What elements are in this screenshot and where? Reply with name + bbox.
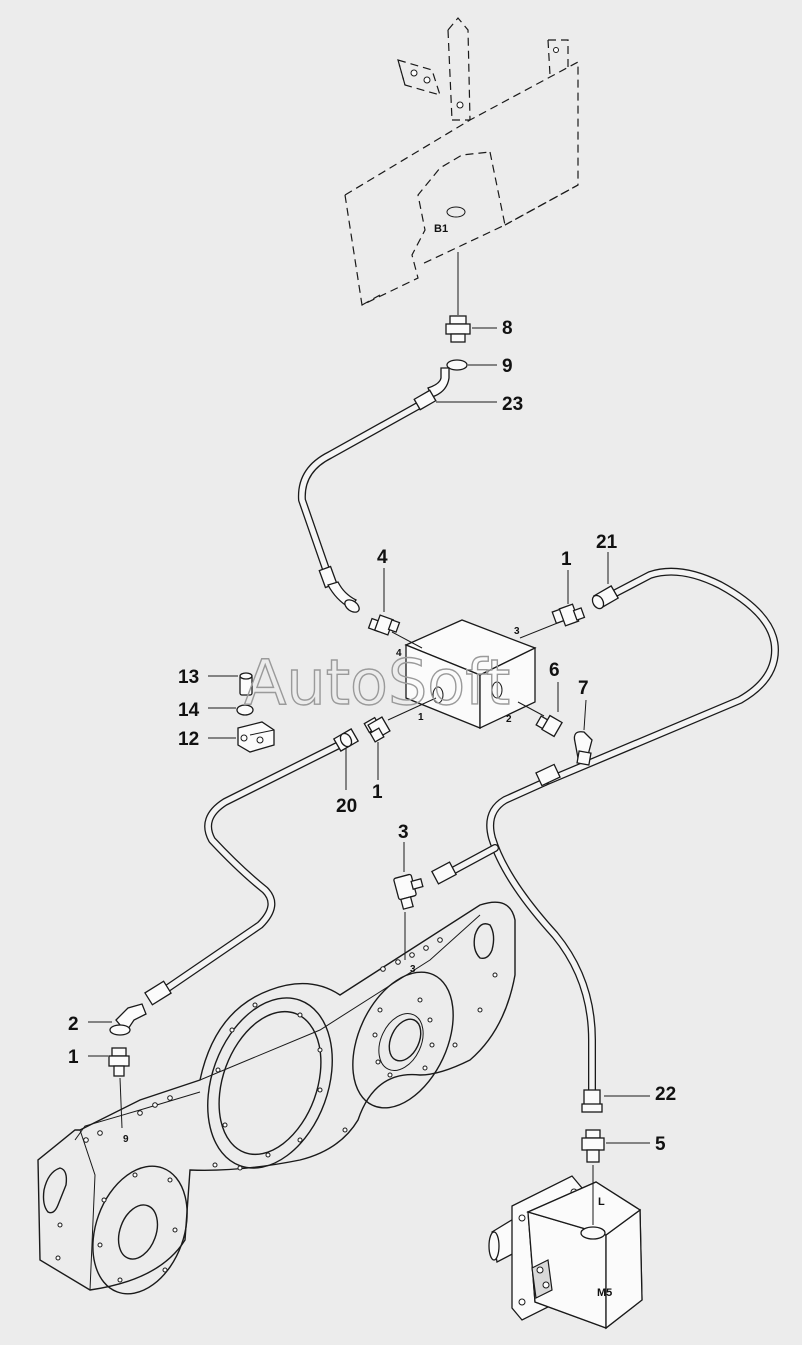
bolt-holes [55,937,498,1283]
hose-23: 23 [297,389,523,613]
port-l: L [598,1196,605,1208]
port-9: 9 [123,1134,129,1145]
port-3b: 3 [410,964,416,975]
clamp-12: 12 [178,721,275,753]
label-6: 6 [549,660,560,681]
label-3: 3 [398,822,409,843]
hose-21: 21 [541,532,779,786]
label-22: 22 [655,1084,676,1105]
fitting-4: 4 [367,547,401,636]
elbow-fitting-9: 9 [427,356,513,398]
port-2: 2 [506,714,512,725]
label-1-mid: 1 [372,782,383,803]
label-13: 13 [178,667,199,688]
fitting-6: 6 [535,660,563,738]
fitting-8: 8 [445,315,513,343]
label-8: 8 [502,318,513,339]
label-5: 5 [655,1134,666,1155]
bolt-13: 13 [178,667,253,696]
fitting-1-top: 1 [551,549,586,627]
label-20: 20 [336,796,357,817]
washer-14: 14 [178,700,254,721]
hose-short-3 [431,844,499,885]
label-21: 21 [596,532,618,553]
fitting-1-mid: 1 [363,716,391,803]
hose-20: 20 [144,728,360,1006]
port-3: 3 [514,626,520,637]
tag-m5: M5 [597,1287,612,1299]
label-14: 14 [178,700,200,721]
pump-m5: L M5 [488,1165,643,1330]
watermark: AutoSoft [244,646,510,719]
label-4: 4 [377,547,388,568]
label-1-low: 1 [68,1047,79,1068]
elbow-fitting-7: 7 [573,678,593,766]
hose-22: 22 [486,763,676,1113]
label-1-top: 1 [561,549,572,570]
tag-b1: B1 [434,223,448,235]
fitting-5: 5 [581,1129,666,1163]
chassis-plate [37,901,516,1295]
label-2: 2 [68,1014,79,1035]
label-12: 12 [178,729,199,750]
label-23: 23 [502,394,523,415]
valve-block: 4 3 1 2 [387,619,561,730]
fitting-1-low: 1 9 [68,1047,130,1145]
label-9: 9 [502,356,513,377]
frame-bracket: B1 [344,17,579,315]
port-4: 4 [396,648,402,659]
port-1: 1 [418,712,424,723]
label-7: 7 [578,678,589,699]
fitting-3: 3 3 [393,822,424,975]
elbow-fitting-2: 2 [68,1003,147,1036]
